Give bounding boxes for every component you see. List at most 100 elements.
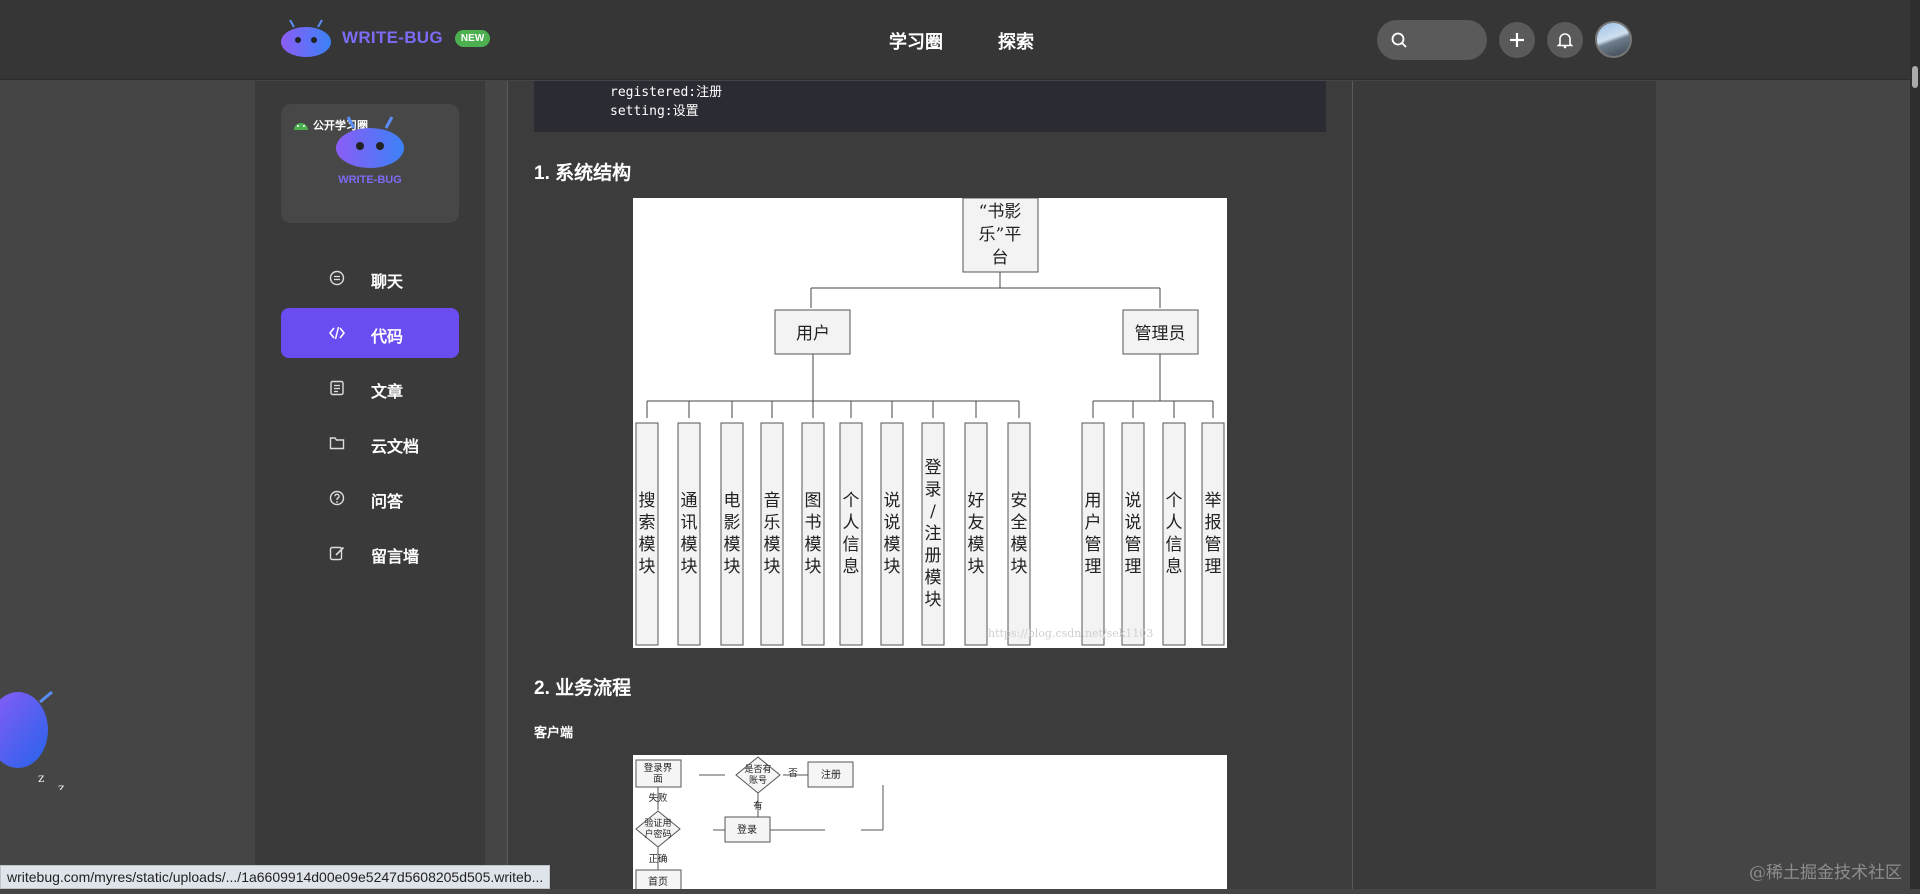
- page-scrollbar[interactable]: [1910, 0, 1920, 889]
- sidebar-item-label: 留言墙: [371, 549, 420, 566]
- flow-text: 验证用: [644, 817, 671, 829]
- module-box: [839, 422, 863, 646]
- study-circle-card[interactable]: 公开学习圈 WRITE-BUG: [281, 104, 459, 223]
- sidebar-item-code[interactable]: 代码: [281, 308, 459, 358]
- flow-text: 登录: [737, 823, 757, 836]
- module-label-char: 模: [724, 535, 741, 555]
- module-label-char: 管: [1085, 535, 1102, 555]
- sidebar-item-label: 问答: [371, 494, 404, 511]
- notifications-button[interactable]: [1547, 22, 1583, 58]
- module-label-char: 登: [925, 458, 942, 478]
- question-icon: [329, 490, 345, 506]
- flow-text: 是否有: [744, 763, 771, 775]
- module-box: [1007, 422, 1031, 646]
- edit-icon: [329, 546, 345, 561]
- flow-label-no: 否: [788, 768, 798, 779]
- flow-node-has-account: [735, 756, 781, 794]
- module-label-char: 电: [724, 491, 741, 511]
- module-label-char: /: [930, 502, 936, 522]
- module-label-char: 通: [681, 491, 698, 511]
- sidebar-item-label: 云文档: [371, 439, 420, 456]
- user-node: [774, 309, 851, 355]
- user-avatar[interactable]: [1595, 21, 1632, 58]
- module-label-char: 模: [681, 535, 698, 555]
- user-node-label: 用户: [796, 324, 830, 344]
- module-label-char: 说: [1125, 491, 1142, 511]
- module-label-char: 报: [1205, 513, 1222, 533]
- sidebar-item-chat[interactable]: 聊天: [281, 253, 459, 303]
- module-label-char: 户: [1085, 513, 1102, 533]
- module-label-char: 影: [724, 513, 741, 533]
- module-label-char: 友: [968, 513, 985, 533]
- module-label-char: 块: [884, 557, 901, 577]
- module-label-char: 理: [1205, 557, 1222, 577]
- sidebar-item-cloud-docs[interactable]: 云文档: [281, 418, 459, 468]
- module-label-char: 安: [1011, 491, 1028, 511]
- module-box: [880, 422, 904, 646]
- top-navigation-bar: WRITE-BUG NEW 学习圈 探索: [0, 0, 1910, 80]
- folder-icon: [329, 437, 345, 450]
- article-icon: [330, 380, 344, 396]
- footer-watermark: @稀土掘金技术社区: [1749, 863, 1902, 883]
- module-box: [635, 422, 659, 646]
- module-label-char: 举: [1205, 491, 1222, 511]
- plus-icon: [1510, 33, 1524, 47]
- module-label-char: 说: [884, 513, 901, 533]
- module-label-char: 说: [1125, 513, 1142, 533]
- root-text-line: “书影: [979, 202, 1022, 222]
- sidebar-item-label: 文章: [371, 384, 404, 401]
- search-box[interactable]: [1377, 20, 1487, 60]
- module-box: [1201, 422, 1225, 646]
- module-label-char: 模: [884, 535, 901, 555]
- flow-label-fail: 失败: [648, 792, 668, 804]
- sidebar-item-qa[interactable]: 问答: [281, 473, 459, 523]
- diagram-watermark: https://blog.csdn.net/sek1103: [988, 627, 1153, 640]
- module-label-char: 说: [884, 491, 901, 511]
- module-label-char: 模: [639, 535, 656, 555]
- module-label-char: 块: [805, 557, 822, 577]
- root-text-line: 台: [992, 248, 1009, 268]
- new-badge: NEW: [454, 29, 491, 47]
- sidebar-item-articles[interactable]: 文章: [281, 363, 459, 413]
- robot-mascot-icon: [336, 116, 404, 168]
- flow-text: 面: [653, 774, 663, 785]
- site-logo[interactable]: WRITE-BUG NEW: [280, 18, 491, 58]
- module-label-char: 块: [1011, 557, 1028, 577]
- module-label-char: 信: [843, 535, 860, 555]
- module-box: [1081, 422, 1105, 646]
- flow-text: 登录界: [644, 763, 673, 774]
- module-label-char: 乐: [764, 513, 781, 533]
- module-label-char: 索: [639, 513, 656, 533]
- public-circle-label: 公开学习圈: [293, 117, 368, 133]
- module-label-char: 册: [925, 546, 942, 566]
- admin-node: [1122, 309, 1199, 355]
- sidebar-item-message-wall[interactable]: 留言墙: [281, 528, 459, 578]
- business-flow-diagram: 登录界 面 是否有 账号 否 注册 失败 有 验证用 户密码 登录 正确 首页: [633, 755, 1227, 893]
- code-icon: [329, 326, 345, 340]
- nav-explore[interactable]: 探索: [998, 32, 1034, 52]
- module-label-char: 块: [968, 557, 985, 577]
- flow-text: 账号: [749, 775, 767, 786]
- search-icon: [1391, 32, 1407, 48]
- android-icon: [294, 123, 308, 130]
- module-label-char: 图: [805, 491, 822, 511]
- module-label-char: 块: [639, 557, 656, 577]
- module-label-char: 音: [764, 491, 781, 511]
- flow-node-login: [724, 816, 771, 843]
- module-label-char: 信: [1166, 535, 1183, 555]
- create-button[interactable]: [1499, 22, 1535, 58]
- scrollbar-thumb[interactable]: [1912, 66, 1918, 88]
- sidebar-item-label: 聊天: [371, 274, 404, 291]
- bell-icon: [1556, 33, 1574, 49]
- module-label-char: 好: [968, 491, 985, 511]
- module-label-char: 注: [925, 524, 942, 544]
- module-label-char: 用: [1085, 491, 1102, 511]
- root-text-line: 乐”平: [979, 225, 1022, 245]
- flow-text: 户密码: [644, 828, 671, 840]
- module-box: [677, 422, 701, 646]
- module-label-char: 模: [1011, 535, 1028, 555]
- root-node: [962, 197, 1039, 273]
- nav-study-circle[interactable]: 学习圈: [889, 32, 943, 52]
- floating-mascot-icon[interactable]: z z: [0, 670, 70, 790]
- module-label-char: 人: [1166, 513, 1183, 533]
